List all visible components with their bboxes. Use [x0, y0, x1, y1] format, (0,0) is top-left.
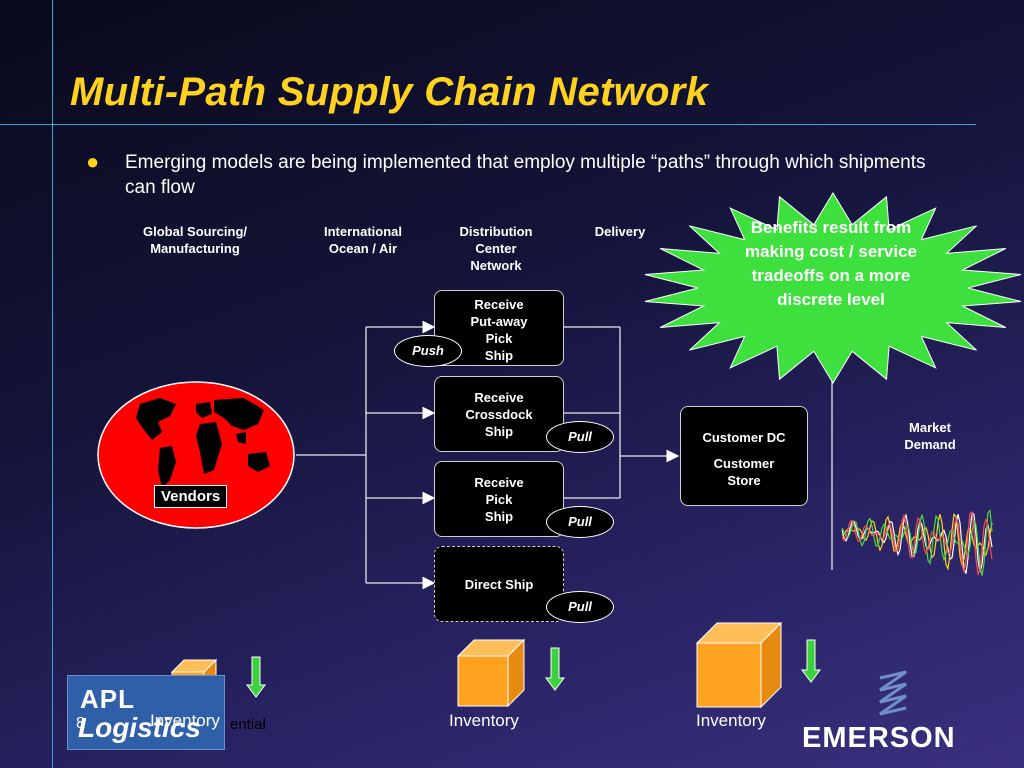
path-box-crossdock: Receive Crossdock Ship — [434, 376, 564, 452]
slide-title: Multi-Path Supply Chain Network — [70, 70, 709, 114]
path-box-direct-ship: Direct Ship — [434, 546, 564, 622]
bullet-text: Emerging models are being implemented th… — [125, 152, 926, 198]
flow-connectors — [296, 320, 833, 590]
column-header-delivery: Delivery — [594, 224, 646, 239]
push-tag: Push — [394, 335, 462, 367]
column-header-sourcing: Global Sourcing/ Manufacturing — [142, 224, 247, 256]
emerson-logo-text: EMERSON — [802, 722, 956, 754]
pull-tag: Pull — [546, 421, 614, 453]
market-demand-label: Market Demand — [904, 420, 956, 452]
demand-wave-icon — [841, 509, 993, 576]
demand-wave-line — [841, 511, 993, 574]
down-arrow-icon — [246, 639, 821, 698]
apl-logistics-logo: APL Logistics — [67, 675, 225, 750]
bullet-dot: ● — [86, 149, 100, 174]
emerson-logo-icon — [879, 670, 907, 716]
title-underline — [0, 124, 976, 125]
down-arrow — [801, 639, 821, 683]
benefits-text: Benefits result from making cost / servi… — [745, 218, 917, 309]
vertical-divider — [52, 0, 53, 768]
confidential-text: ential — [230, 716, 266, 733]
cube-face — [760, 621, 782, 709]
inventory-label: Inventory — [449, 711, 519, 730]
benefits-starburst — [644, 192, 1022, 384]
inventory-cube-icon — [695, 621, 783, 709]
pull-tag: Pull — [546, 591, 614, 623]
demand-wave-line — [841, 512, 993, 571]
inventory-label: Inventory — [696, 711, 766, 730]
column-header-distribution: Distribution Center Network — [459, 224, 533, 273]
page-number: 8 — [76, 715, 85, 732]
path-box-pick: Receive Pick Ship — [434, 461, 564, 537]
demand-wave-line — [841, 511, 993, 576]
cube-face — [507, 638, 525, 708]
cube-face — [457, 655, 509, 707]
column-header-ocean: International Ocean / Air — [323, 224, 402, 256]
world-map-icon — [97, 381, 295, 529]
down-arrow — [246, 656, 266, 698]
inventory-label: Inventory — [150, 711, 220, 730]
inventory-cube-icon — [456, 638, 526, 708]
down-arrow — [545, 647, 565, 691]
vendors-label: Vendors — [154, 485, 228, 508]
cube-face — [696, 642, 762, 708]
pull-tag: Pull — [546, 506, 614, 538]
customer-box: Customer DC Customer Store — [680, 406, 808, 506]
